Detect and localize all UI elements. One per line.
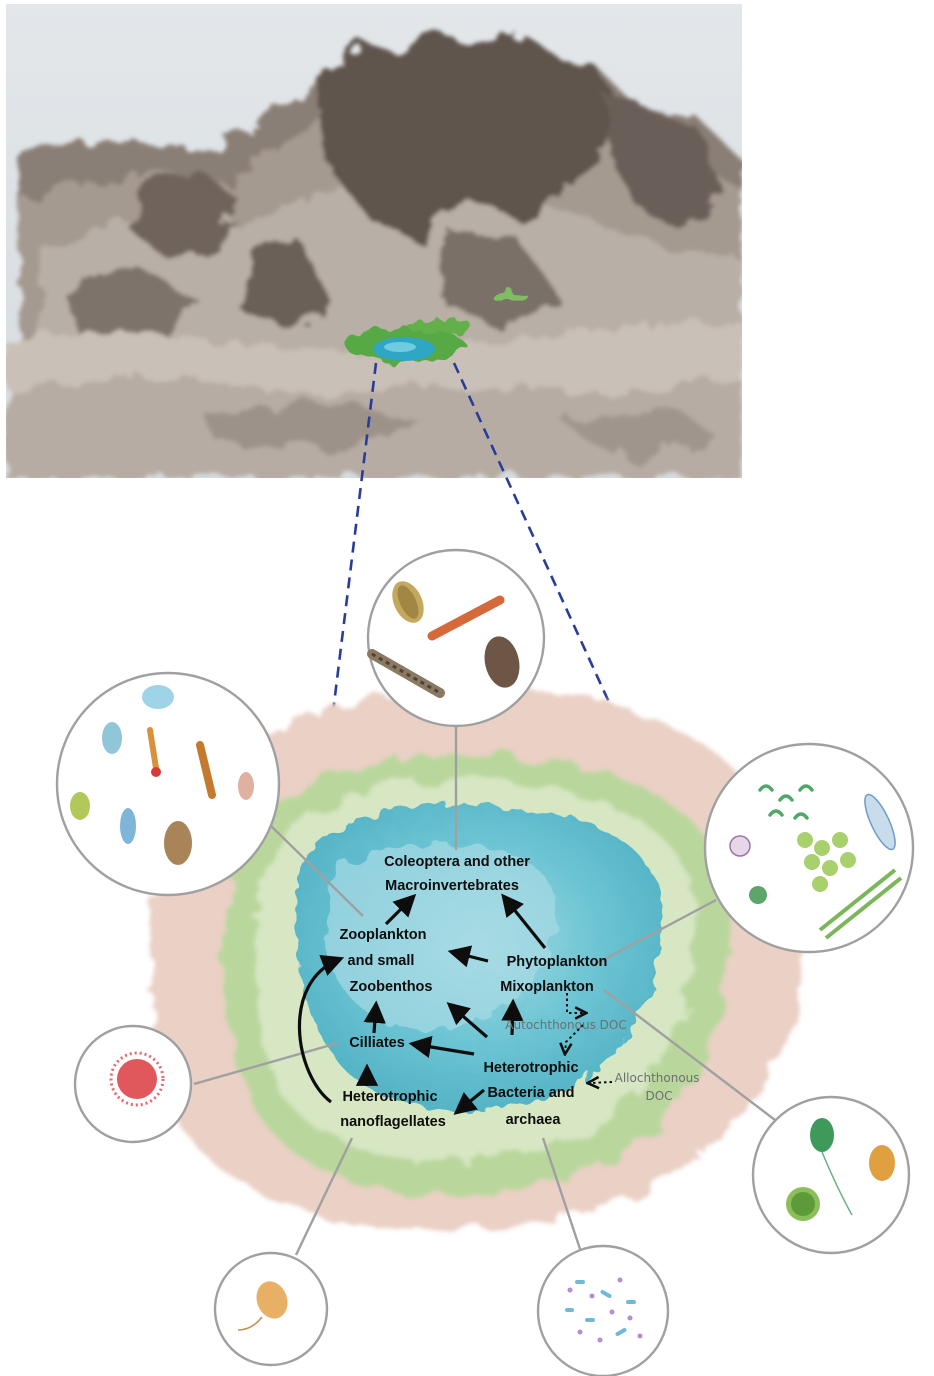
beetle-and-larva-icon — [368, 550, 544, 726]
zooplankton-cluster-icon — [57, 673, 279, 895]
mixoplankton-flagellate-icon — [753, 1097, 909, 1253]
mountain-landscape-painting — [6, 4, 742, 478]
autochthonous-doc-label: Autochthonous DOC — [505, 1018, 626, 1032]
ciliates-label: Cilliates — [349, 1035, 405, 1051]
bacteria-cluster-icon — [538, 1246, 668, 1376]
phytoplankton-cluster-icon — [705, 744, 913, 952]
nanoflagellate-icon — [215, 1253, 327, 1365]
ciliate-icon — [75, 1026, 191, 1142]
